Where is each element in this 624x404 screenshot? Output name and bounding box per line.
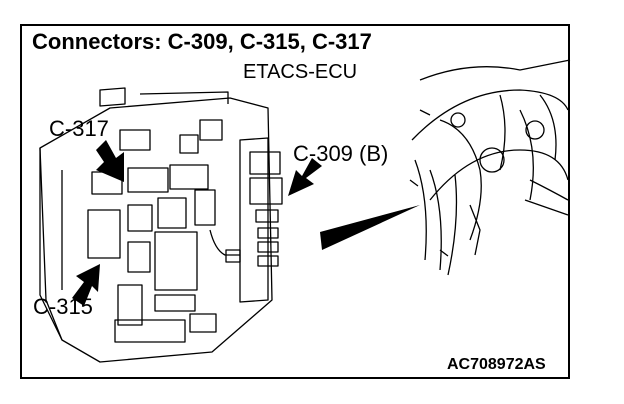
figure-code: AC708972AS <box>447 356 546 373</box>
dashboard-harness-sketch <box>409 59 571 276</box>
figure-frame <box>20 24 570 379</box>
callout-c315: C-315 <box>33 294 93 319</box>
c317-arrow <box>96 140 124 182</box>
etacs-ecu-unit <box>39 87 283 363</box>
c309-arrow <box>288 158 322 196</box>
location-pointer <box>320 205 420 250</box>
callout-c317: C-317 <box>49 116 109 141</box>
c315-arrow <box>72 264 100 306</box>
callout-c309: C-309 (B) <box>293 141 389 166</box>
component-label: ETACS-ECU <box>243 61 358 83</box>
figure-title: Connectors: C-309, C-315, C-317 <box>32 29 372 54</box>
